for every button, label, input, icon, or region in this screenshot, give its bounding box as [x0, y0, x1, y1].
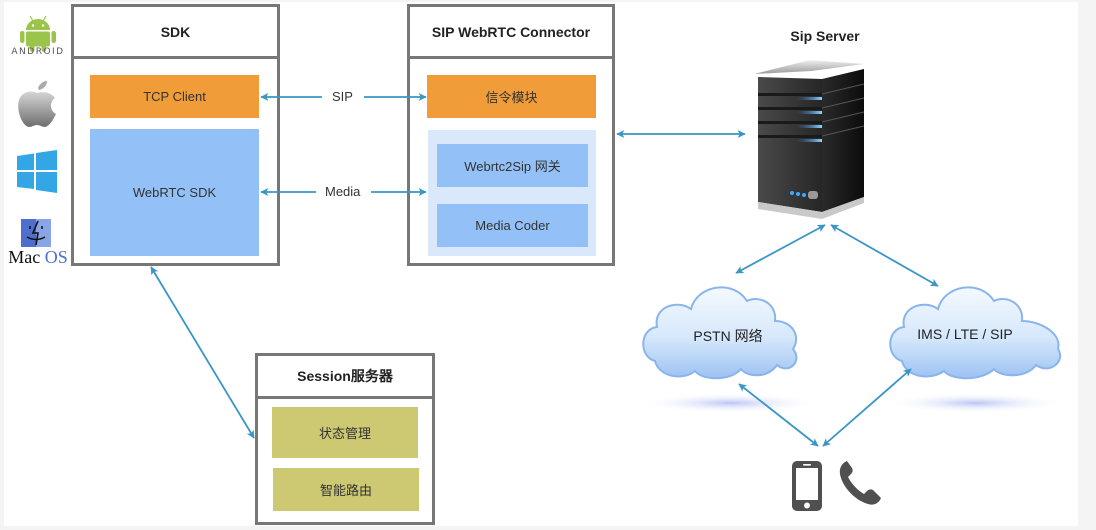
media-coder-block: Media Coder: [437, 204, 588, 247]
pstn-cloud-icon: [642, 286, 798, 380]
android-wordmark: ANDROID: [11, 47, 65, 57]
android-logo: [8, 8, 68, 64]
server-icon: [754, 60, 865, 219]
windows-icon: [17, 150, 57, 193]
windows-logo: [16, 150, 58, 194]
tcp-client-block: TCP Client: [90, 75, 259, 118]
macos-logo: [21, 219, 51, 247]
webrtc-sdk-block: WebRTC SDK: [90, 129, 259, 256]
sip-link-label: SIP: [328, 89, 357, 104]
pstn-cloud-shadow: [640, 393, 820, 413]
telephone: [838, 460, 882, 506]
connector-title: SIP WebRTC Connector: [410, 7, 612, 59]
apple-icon: [18, 81, 56, 127]
mobile-phone: [791, 460, 823, 512]
ims-cloud-label: IMS / LTE / SIP: [917, 326, 1013, 342]
media-link-label: Media: [321, 184, 365, 199]
macos-os-text: OS: [44, 247, 68, 267]
mobile-phone-icon: [792, 461, 822, 511]
sip-server: [754, 57, 866, 222]
session-title: Session服务器: [258, 356, 432, 399]
pstn-cloud-label: PSTN 网络: [693, 328, 763, 344]
smart-routing-block: 智能路由: [273, 468, 419, 511]
ims-cloud-shadow: [885, 393, 1065, 413]
macos-mac-text: Mac: [8, 247, 41, 267]
macos-finder-icon: [21, 219, 51, 247]
macos-wordmark: Mac OS: [8, 248, 68, 266]
ims-cloud-icon: [889, 286, 1061, 380]
signaling-module-block: 信令模块: [427, 75, 596, 118]
telephone-handset-icon: [839, 461, 881, 505]
sdk-title: SDK: [74, 7, 277, 59]
android-icon: [20, 15, 56, 52]
webrtc2sip-gateway-block: Webrtc2Sip 网关: [437, 144, 588, 187]
apple-logo: [14, 80, 60, 130]
sip-server-title: Sip Server: [790, 28, 860, 44]
state-management-block: 状态管理: [272, 407, 418, 458]
